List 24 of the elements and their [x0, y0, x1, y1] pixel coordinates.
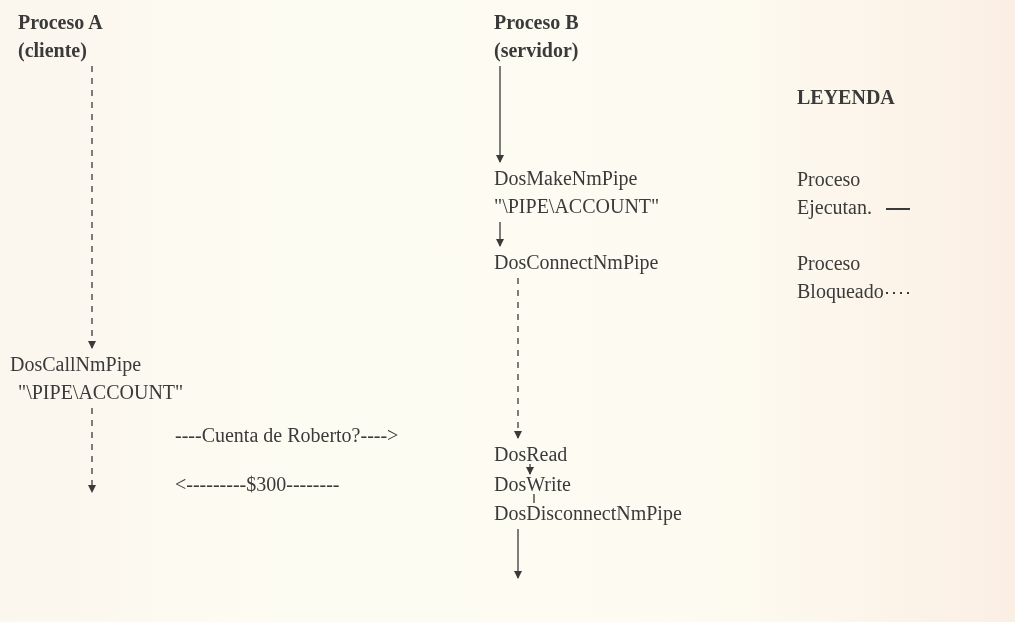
arrow	[526, 463, 534, 475]
message-label: <---------$300--------	[175, 472, 340, 497]
legend-title: LEYENDA	[797, 85, 895, 110]
call-text: DosRead	[494, 442, 568, 467]
legend-text: Proceso Ejecutan.	[797, 167, 873, 221]
call-text: "\PIPE\ACCOUNT"	[17, 380, 184, 405]
message-label: ----Cuenta de Roberto?---->	[175, 423, 399, 448]
process-heading: (servidor)	[494, 38, 579, 64]
call-text: DosCallNmPipe	[10, 352, 143, 378]
arrow	[514, 277, 522, 439]
arrow	[496, 65, 504, 163]
call-text: DosMakeNmPipe	[494, 166, 639, 192]
legend-text: Proceso Bloqueado	[797, 251, 885, 305]
call-text: DosDisconnectNmPipe	[494, 501, 682, 527]
arrow	[88, 65, 96, 349]
arrow	[88, 407, 96, 493]
call-text: DosWrite	[494, 472, 571, 497]
arrow	[496, 221, 504, 247]
process-heading: (cliente)	[18, 38, 88, 64]
process-heading: Proceso A	[18, 10, 103, 35]
call-text: "\PIPE\ACCOUNT"	[494, 194, 660, 219]
process-heading: Proceso B	[494, 10, 579, 35]
call-text: DosConnectNmPipe	[494, 250, 659, 276]
arrow	[514, 528, 522, 579]
